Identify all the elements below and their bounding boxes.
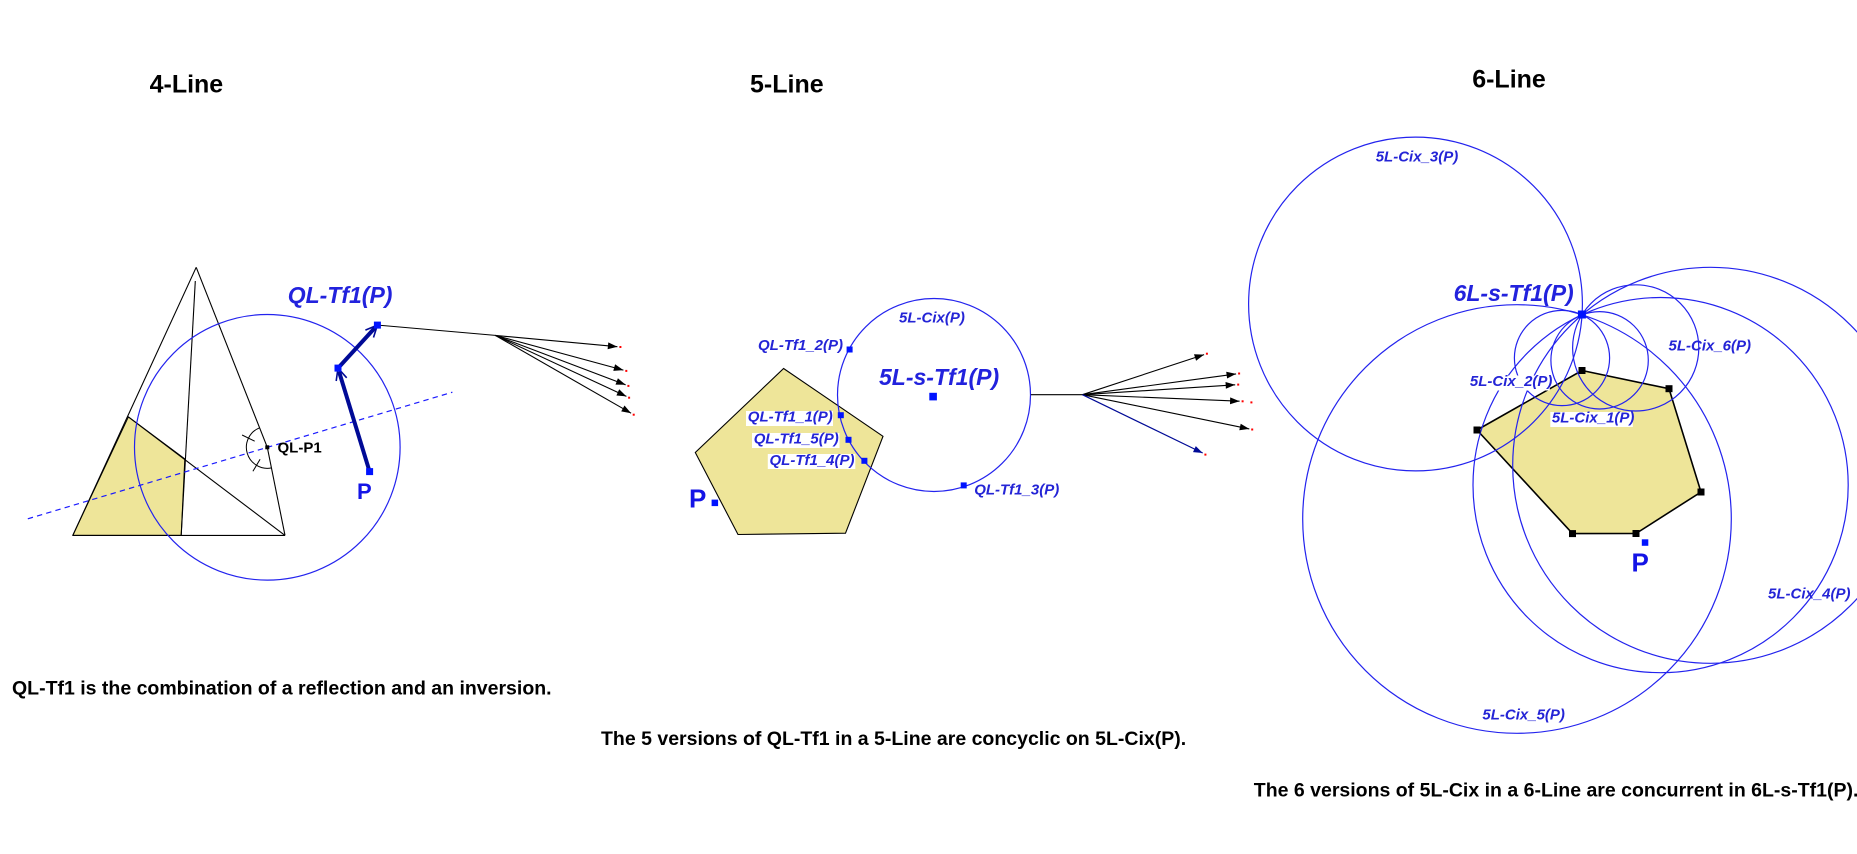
svg-text:QL-Tf1_1(P): QL-Tf1_1(P) <box>748 409 833 426</box>
svg-text:4-Line: 4-Line <box>150 71 224 99</box>
svg-text:QL-Tf1 is the combination of a: QL-Tf1 is the combination of a reflectio… <box>12 677 552 699</box>
svg-text:QL-Tf1_5(P): QL-Tf1_5(P) <box>754 431 839 448</box>
svg-text:QL-Tf1_3(P): QL-Tf1_3(P) <box>974 482 1059 499</box>
svg-text:5L-Cix(P): 5L-Cix(P) <box>899 310 965 327</box>
svg-text:The 6 versions of 5L-Cix in a: The 6 versions of 5L-Cix in a 6-Line are… <box>1254 780 1857 802</box>
svg-text:QL-Tf1_2(P): QL-Tf1_2(P) <box>758 337 843 354</box>
svg-text:5L-Cix_2(P): 5L-Cix_2(P) <box>1470 373 1553 390</box>
svg-text:5L-Cix_5(P): 5L-Cix_5(P) <box>1482 707 1565 724</box>
svg-text:QL-Tf1_4(P): QL-Tf1_4(P) <box>770 452 855 469</box>
svg-text:6-Line: 6-Line <box>1472 66 1546 94</box>
svg-text:QL-Tf1(P): QL-Tf1(P) <box>288 282 393 308</box>
svg-text:5L-s-Tf1(P): 5L-s-Tf1(P) <box>879 364 999 390</box>
svg-text:The 5 versions of QL-Tf1 in a: The 5 versions of QL-Tf1 in a 5-Line are… <box>601 728 1186 750</box>
svg-text:5L-Cix_6(P): 5L-Cix_6(P) <box>1669 337 1752 354</box>
svg-text:5-Line: 5-Line <box>750 71 824 99</box>
svg-text:QL-P1: QL-P1 <box>278 440 322 457</box>
svg-text:5L-Cix_4(P): 5L-Cix_4(P) <box>1768 585 1851 602</box>
svg-text:5L-Cix_1(P): 5L-Cix_1(P) <box>1552 410 1635 427</box>
svg-text:P: P <box>357 479 372 504</box>
svg-text:6L-s-Tf1(P): 6L-s-Tf1(P) <box>1454 280 1574 306</box>
svg-text:P: P <box>689 483 706 513</box>
svg-text:5L-Cix_3(P): 5L-Cix_3(P) <box>1376 148 1459 165</box>
svg-text:P: P <box>1632 547 1649 577</box>
